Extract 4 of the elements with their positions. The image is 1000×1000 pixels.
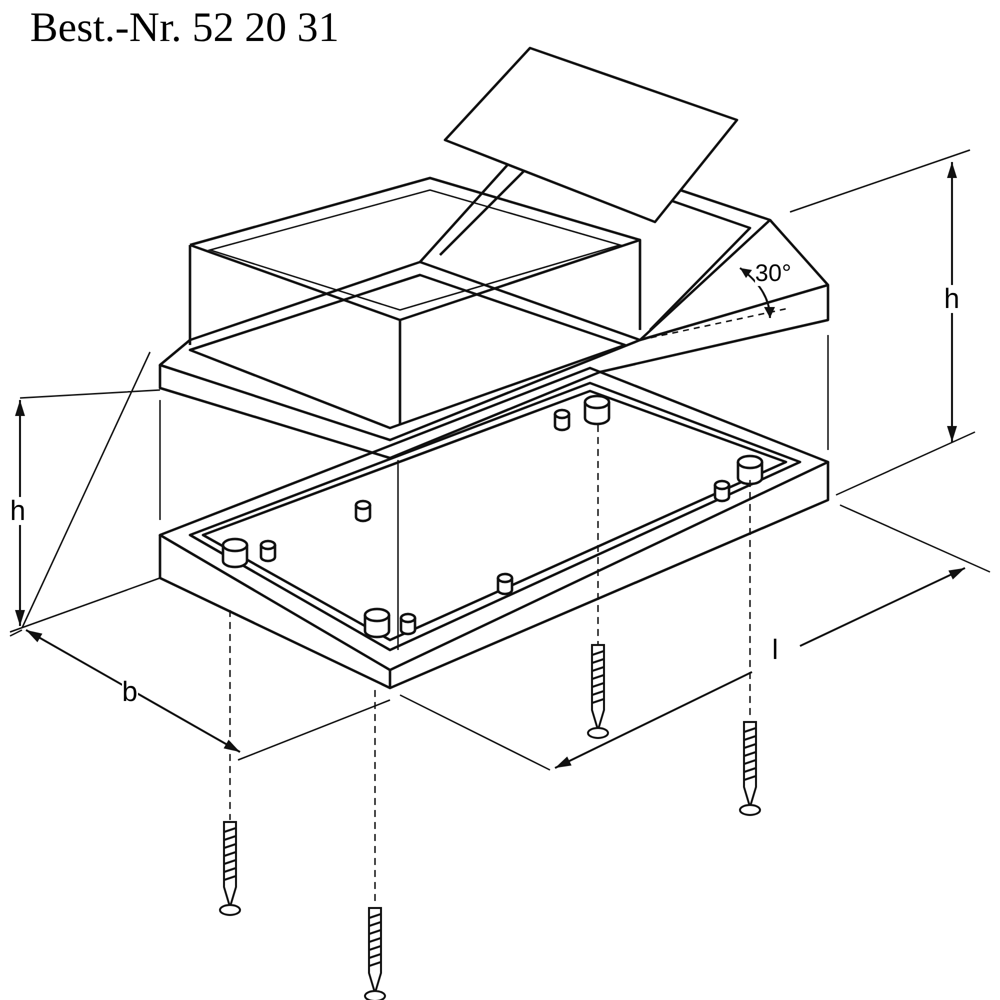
dimension-label: h bbox=[944, 285, 960, 313]
dimension-label: h bbox=[10, 497, 26, 525]
title: Best.-Nr. 52 20 31 bbox=[30, 4, 340, 53]
dimension-label: 30° bbox=[755, 262, 792, 286]
